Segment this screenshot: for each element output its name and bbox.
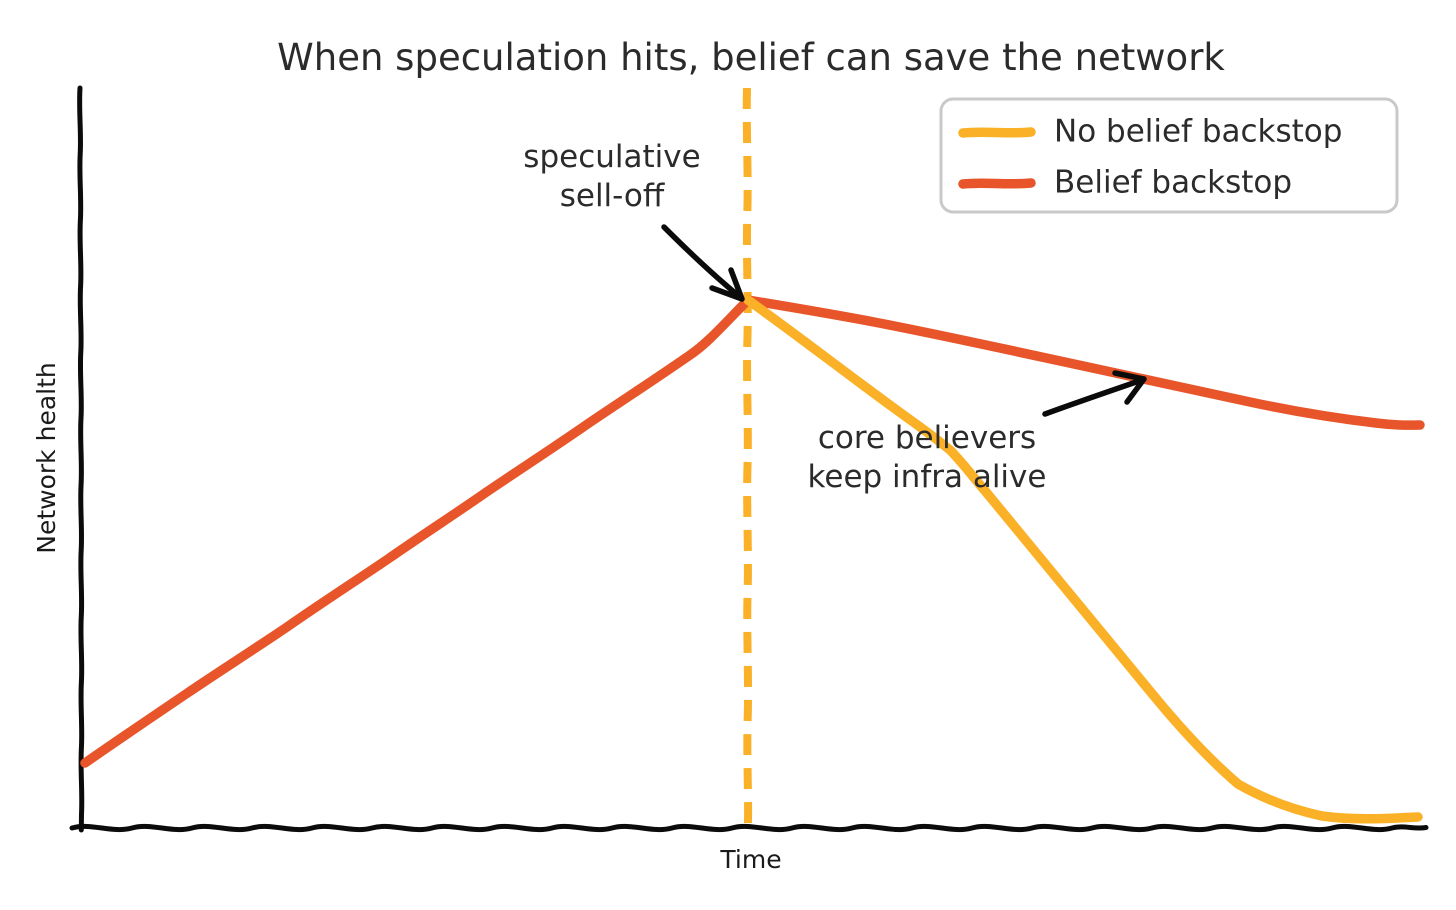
y-axis-spine	[77, 85, 85, 833]
page-title: When speculation hits, belief can save t…	[277, 36, 1225, 79]
annotation-believers-arrow-head	[1112, 370, 1147, 405]
legend-swatch-belief-backstop	[958, 178, 1036, 189]
legend-item-belief-backstop[interactable]: Belief backstop	[958, 165, 1292, 201]
legend-item-no-belief-backstop[interactable]: No belief backstop	[958, 114, 1342, 150]
chart-legend: No belief backstop Belief backstop	[939, 97, 1399, 214]
annotation-selloff-line1: speculative	[523, 139, 700, 175]
annotation-selloff-arrow-shaft	[661, 224, 743, 300]
annotation-believers-line2: keep infra alive	[808, 459, 1047, 495]
x-axis-spine	[69, 823, 1429, 833]
legend-box-background	[939, 97, 1399, 214]
selloff-event-vline	[742, 87, 753, 829]
legend-label-no-belief-backstop: No belief backstop	[1054, 114, 1342, 150]
legend-label-belief-backstop: Belief backstop	[1054, 165, 1292, 201]
annotation-selloff-line2: sell-off	[560, 178, 665, 214]
series-line-no-belief-backstop	[743, 295, 1423, 824]
annotation-selloff-arrow-head	[709, 267, 745, 302]
x-axis-label: Time	[719, 845, 781, 874]
series-line-belief-backstop	[80, 295, 1425, 768]
annotation-believers-line1: core believers	[818, 420, 1036, 456]
y-axis-label: Network health	[32, 362, 61, 553]
annotation-believers-arrow-shaft	[1042, 377, 1145, 417]
legend-swatch-no-belief-backstop	[958, 127, 1036, 138]
